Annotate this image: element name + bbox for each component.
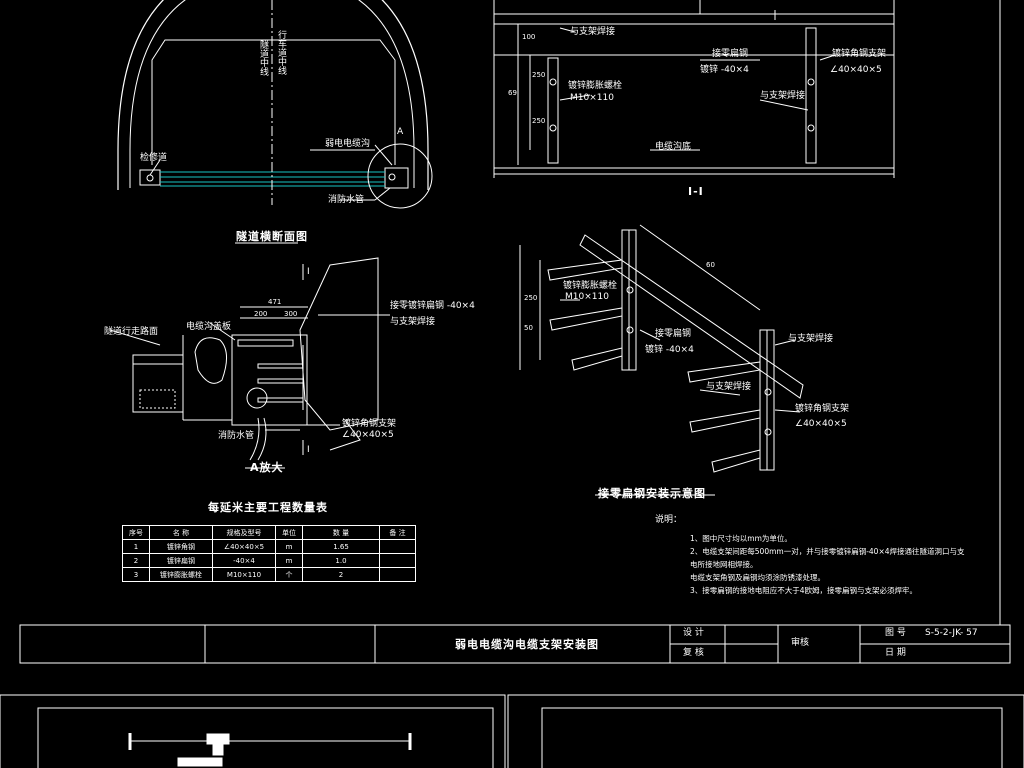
- section-bracket-spec: ∠40×40×5: [830, 65, 882, 75]
- section-dim-100: 100: [522, 33, 536, 41]
- table-cell: 2: [122, 553, 150, 568]
- drain-pipe-label: 消防水管: [328, 195, 365, 205]
- enlarge-title: A放大: [250, 461, 284, 474]
- table-cell: [379, 539, 416, 554]
- enlarge-angle-bracket: 镀锌角钢支架: [342, 419, 397, 429]
- title-design: 设 计: [683, 628, 704, 638]
- section-weld-side: 与支架焊接: [760, 91, 806, 101]
- table-cell: [379, 553, 416, 568]
- schematic-anchor-spec: M10×110: [565, 292, 609, 302]
- section-ii: [493, 0, 895, 178]
- notes-heading: 说明：: [655, 515, 683, 525]
- table-cell: 镀锌膨胀螺栓: [149, 567, 213, 582]
- table-cell: m: [275, 553, 303, 568]
- schematic-bracket: 镀锌角钢支架: [795, 404, 850, 414]
- schematic-flat-spec: 镀锌 -40×4: [645, 345, 694, 355]
- enlarge-ground-flat: 接零镀锌扁钢 -40×4: [390, 301, 475, 311]
- note-line: 2、电缆支架间距每500mm一对，并与接零镀锌扁钢-40×4焊接通往隧道洞口与支: [690, 547, 965, 556]
- section-dim-250: 250: [532, 71, 546, 79]
- enlarge-water-pipe: 消防水管: [218, 431, 255, 441]
- schematic-anchor: 镀锌膨胀螺栓: [563, 281, 618, 291]
- schematic-weld2: 与支架焊接: [706, 382, 752, 392]
- section-bracket: 镀锌角钢支架: [832, 49, 887, 59]
- table-header: 备 注: [379, 525, 416, 540]
- table-row: 3 镀锌膨胀螺栓 M10×110 个 2: [122, 567, 416, 582]
- table-row: 1 镀锌角钢 ∠40×40×5 m 1.65: [122, 539, 416, 554]
- enlarge-dim-200: 200: [254, 310, 268, 318]
- table-row: 2 镀锌扁钢 -40×4 m 1.0: [122, 553, 416, 568]
- schematic-weld: 与支架焊接: [788, 334, 834, 344]
- schematic-dim-250: 250: [524, 294, 538, 302]
- title-review: 复 核: [683, 648, 704, 658]
- enlarge-dim-471: 471: [268, 298, 282, 306]
- tunnel-section-title: 隧道横断面图: [236, 230, 308, 243]
- section-flat-steel: 接零扁钢: [712, 49, 749, 59]
- enlarge-angle-spec: ∠40×40×5: [342, 430, 394, 440]
- schematic-dim-60: 60: [706, 261, 715, 269]
- table-cell: 1.0: [302, 553, 380, 568]
- table-cell: 2: [302, 567, 380, 582]
- repair-way-label: 检修道: [140, 153, 168, 163]
- enlarge-section-i-bottom: I: [307, 445, 310, 455]
- note-line: 3、接零扁钢的接地电阻应不大于4欧姆，接零扁钢与支架必须焊牢。: [690, 586, 918, 595]
- lane-centerline-label: 行车道中线: [276, 30, 286, 75]
- section-dim-250b: 250: [532, 117, 546, 125]
- table-title: 每延米主要工程数量表: [208, 501, 328, 514]
- table-header: 数 量: [302, 525, 380, 540]
- table-header: 序号: [122, 525, 150, 540]
- table-cell: 镀锌扁钢: [149, 553, 213, 568]
- quantity-table: 序号 名 称 规格及型号 单位 数 量 备 注 1 镀锌角钢 ∠40×40×5 …: [122, 525, 416, 582]
- enlarge-section-i-top: I: [307, 267, 310, 277]
- table-cell: M10×110: [212, 567, 276, 582]
- note-line: 电缆支架角钢及扁钢均须涂防锈漆处理。: [690, 573, 825, 582]
- section-dim-69: 69: [508, 89, 517, 97]
- section-weld-top: 与支架焊接: [570, 27, 616, 37]
- note-line: 电所接地网相焊接。: [690, 560, 758, 569]
- table-header-row: 序号 名 称 规格及型号 单位 数 量 备 注: [122, 525, 416, 540]
- detail-mark-a: A: [397, 127, 404, 137]
- table-header: 名 称: [149, 525, 213, 540]
- section-mark: I-I: [688, 185, 704, 198]
- enlarge-repair-side: 隧道行走路面: [104, 327, 159, 337]
- table-cell: -40×4: [212, 553, 276, 568]
- table-cell: 1.65: [302, 539, 380, 554]
- section-trench-bottom: 电缆沟底: [655, 142, 692, 152]
- table-cell: m: [275, 539, 303, 554]
- enlarge-weld-note: 与支架焊接: [390, 317, 436, 327]
- table-cell: [379, 567, 416, 582]
- ground-schematic: [519, 224, 804, 496]
- schematic-flat: 接零扁钢: [655, 329, 692, 339]
- enlarge-dim-300: 300: [284, 310, 298, 318]
- schematic-dim-50: 50: [524, 324, 533, 332]
- cable-trench-label: 弱电电缆沟: [325, 139, 371, 149]
- title-block: [19, 0, 1011, 664]
- enlarge-detail: [109, 257, 390, 469]
- section-flat-spec: 镀锌 -40×4: [700, 65, 749, 75]
- schematic-title: 接零扁钢安装示意图: [598, 487, 706, 500]
- schematic-bracket-spec: ∠40×40×5: [795, 419, 847, 429]
- title-check: 审核: [791, 638, 810, 648]
- table-cell: 个: [275, 567, 303, 582]
- tunnel-centerline-label: 隧道中线: [258, 40, 268, 76]
- title-drawing-no-label: 图 号: [885, 628, 906, 638]
- drawing-title: 弱电电缆沟电缆支架安装图: [455, 638, 599, 651]
- section-anchor-spec: M10×110: [570, 93, 614, 103]
- table-header: 规格及型号: [212, 525, 276, 540]
- note-line: 1、图中尺寸均以mm为单位。: [690, 534, 792, 543]
- table-header: 单位: [275, 525, 303, 540]
- table-cell: ∠40×40×5: [212, 539, 276, 554]
- enlarge-trench-cover: 电缆沟盖板: [186, 322, 232, 332]
- section-anchor-bolt: 镀锌膨胀螺栓: [568, 81, 623, 91]
- table-cell: 镀锌角钢: [149, 539, 213, 554]
- title-date-label: 日 期: [885, 648, 906, 658]
- next-sheets: [0, 694, 1024, 768]
- tunnel-section: [117, 0, 433, 244]
- table-cell: 1: [122, 539, 150, 554]
- title-drawing-no: S-5-2-JK- 57: [925, 628, 978, 638]
- table-cell: 3: [122, 567, 150, 582]
